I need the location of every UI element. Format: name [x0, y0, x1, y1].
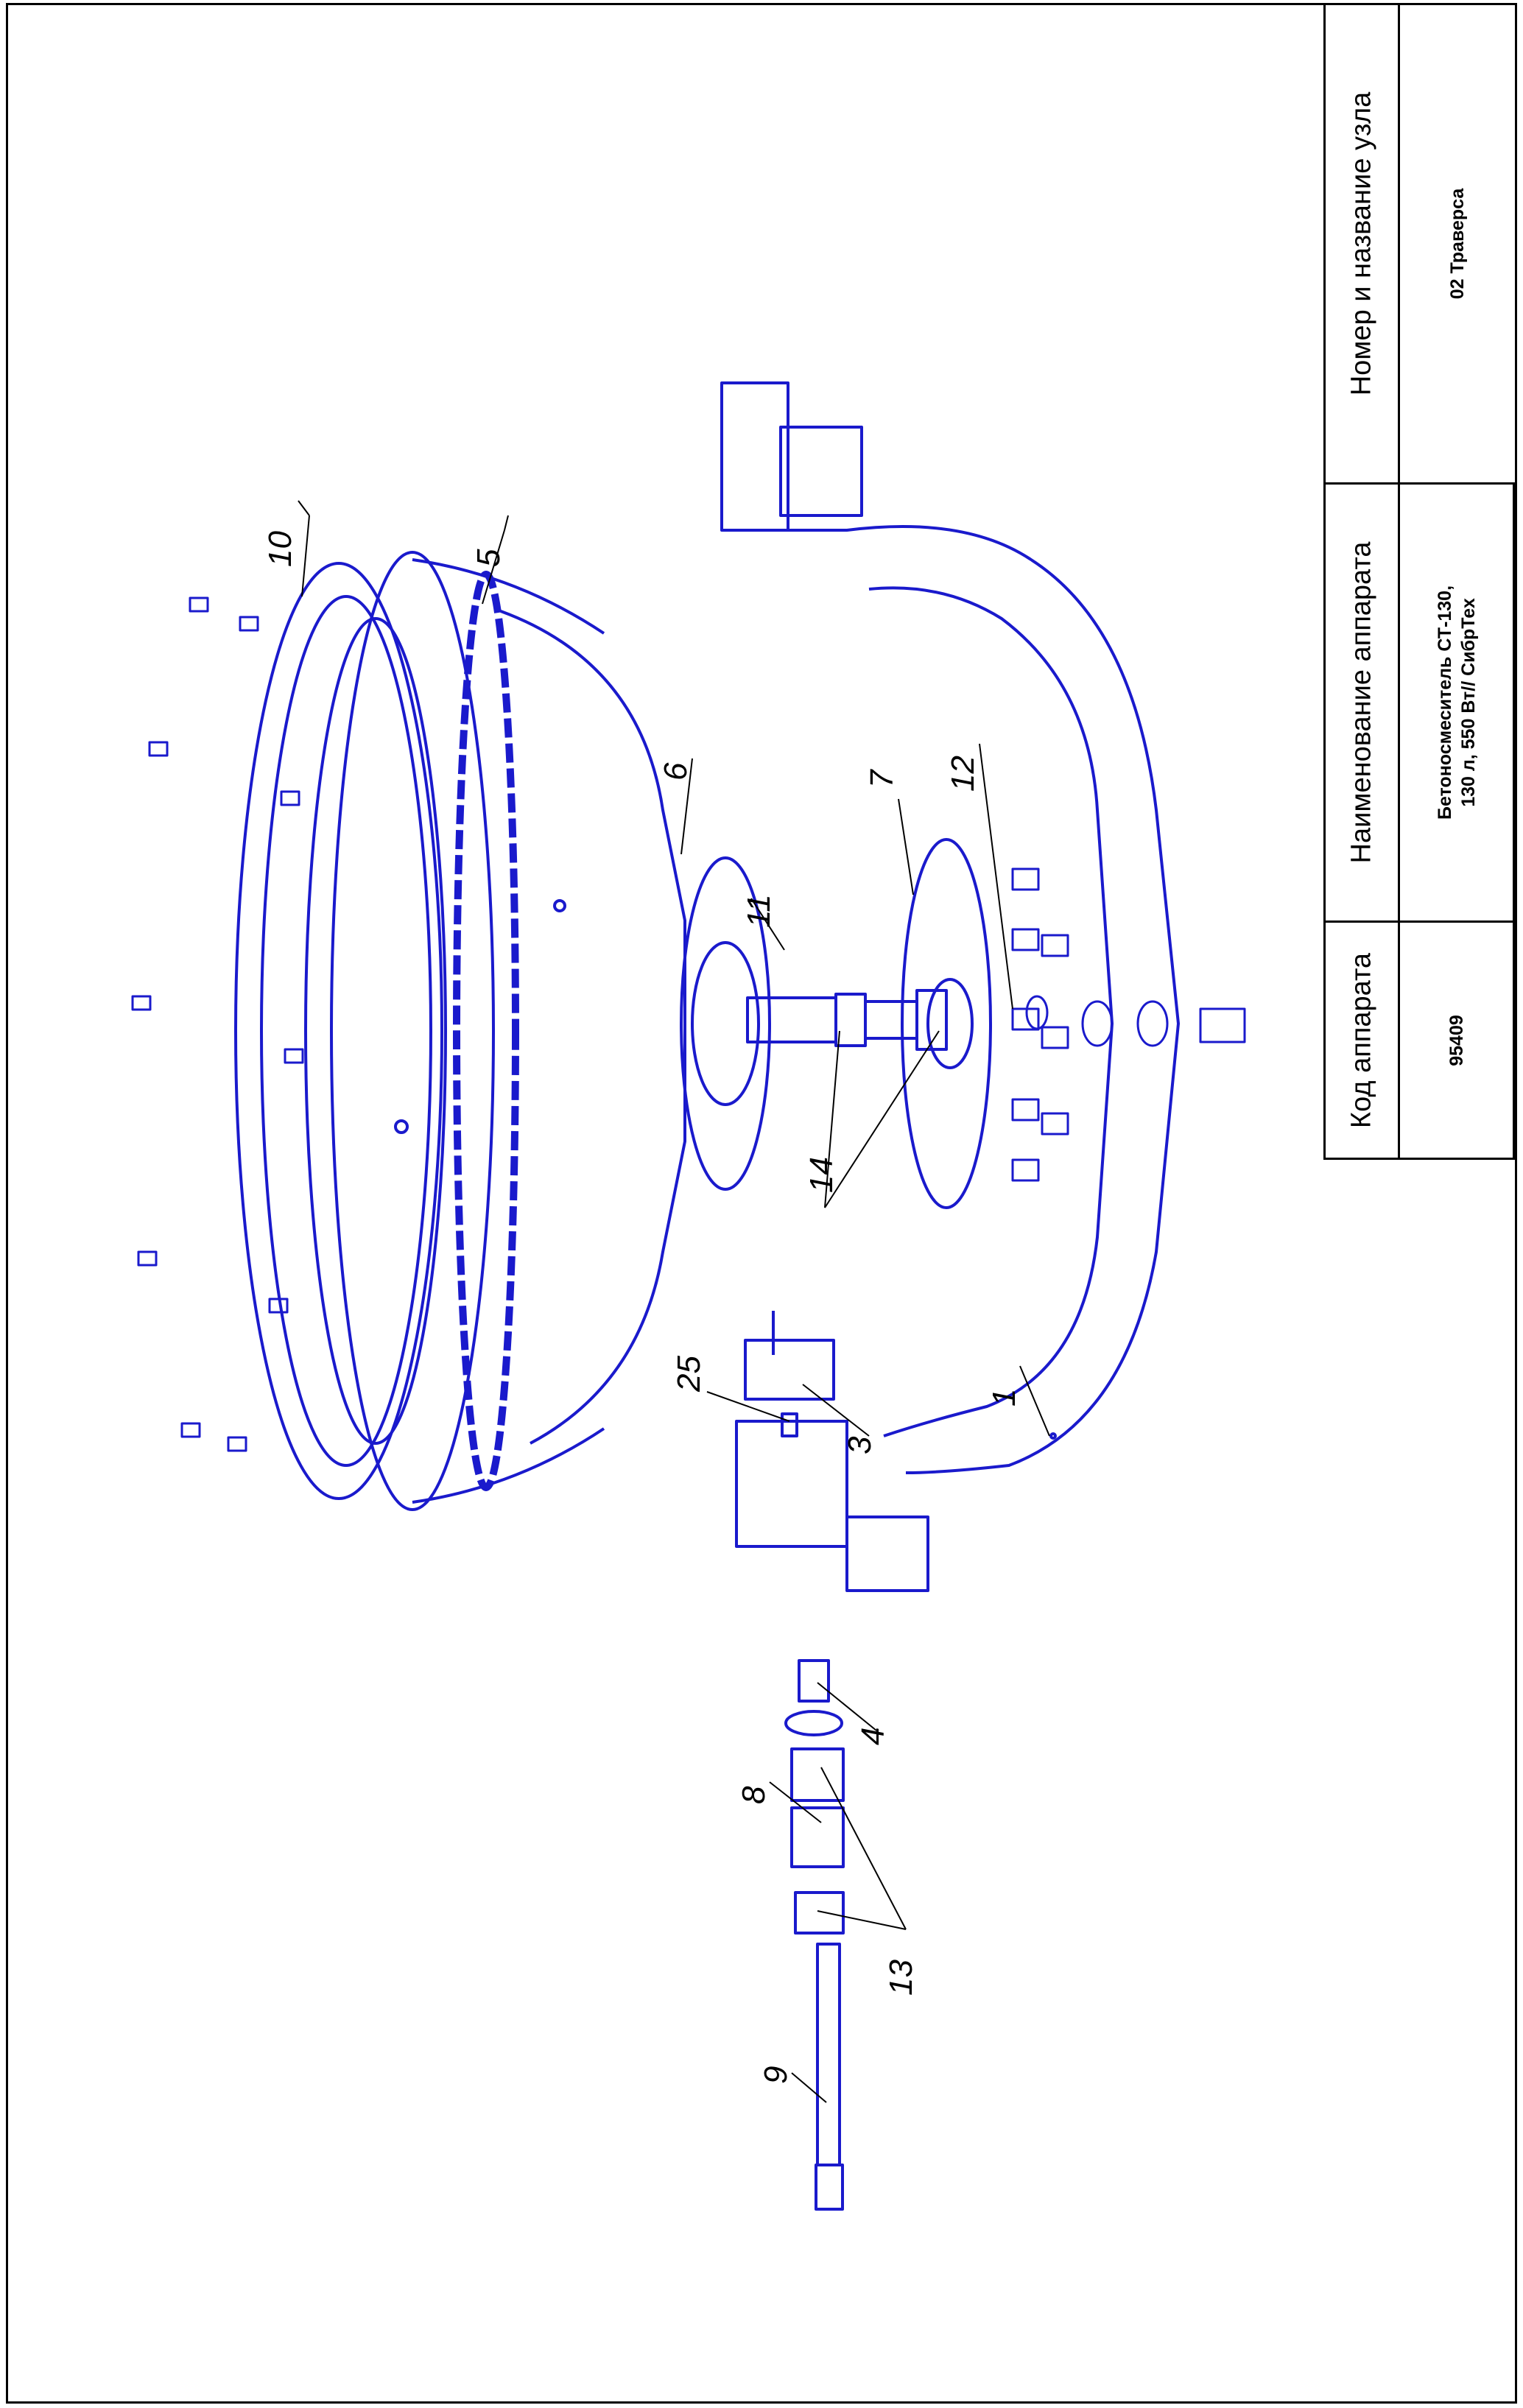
callout-25: 25: [671, 1356, 707, 1393]
node-header-label: Номер и название узла: [1346, 91, 1377, 396]
bushing-parts: [784, 1659, 845, 2211]
apparatus-value-line1: Бетоносмеситель СТ-130,: [1434, 585, 1455, 820]
callout-11: 11: [741, 894, 777, 928]
node-value: 02 Траверса: [1447, 188, 1468, 300]
callout-5: 5: [471, 549, 507, 567]
callout-7: 7: [864, 769, 900, 788]
drum-bolts: [131, 596, 304, 1452]
callout-13: 13: [883, 1960, 919, 1996]
callout-6: 6: [658, 762, 694, 781]
callout-14: 14: [803, 1157, 840, 1193]
title-block-node-value: 02 Траверса: [1398, 3, 1517, 485]
title-block-apparatus-header: Наименование аппарата: [1323, 482, 1400, 923]
title-block-code-header: Код аппарата: [1323, 920, 1400, 1160]
drawing-frame: [6, 3, 1517, 2404]
apparatus-header-label: Наименование аппарата: [1346, 541, 1377, 864]
callout-4: 4: [855, 1728, 891, 1745]
callout-10: 10: [262, 531, 298, 567]
apparatus-value: Бетоносмеситель СТ-130, 130 л, 550 Вт// …: [1433, 585, 1480, 820]
callout-3: 3: [842, 1436, 878, 1454]
callout-1: 1: [986, 1389, 1022, 1407]
callout-12: 12: [945, 756, 981, 792]
callout-labels: 10 5 6 7 12 11 14 25 3 1 4 8 13 9: [262, 531, 1022, 2084]
plate-part-7: [901, 838, 992, 1209]
flange-part-6: [680, 856, 948, 1191]
gear-part-3: [744, 1311, 835, 1437]
title-block-apparatus-value: Бетоносмеситель СТ-130, 130 л, 550 Вт// …: [1398, 482, 1515, 923]
apparatus-value-line2: 130 л, 550 Вт// СибрТех: [1457, 598, 1479, 807]
drum-part: [234, 551, 686, 1511]
title-block-code-value: 95409: [1398, 920, 1515, 1160]
callout-8: 8: [736, 1786, 772, 1804]
callout-9: 9: [758, 2066, 794, 2084]
code-value: 95409: [1446, 1014, 1467, 1066]
traverse-frame-part-1: [720, 381, 1180, 1592]
code-header-label: Код аппарата: [1346, 952, 1377, 1128]
nuts-part-12: [1011, 867, 1246, 1182]
leader-lines: [298, 500, 1050, 2103]
title-block-node-header: Номер и название узла: [1323, 3, 1400, 485]
